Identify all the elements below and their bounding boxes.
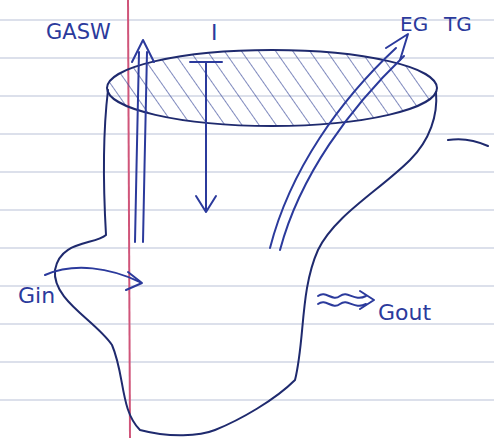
hatched-surface	[100, 45, 440, 135]
flow-label: TG	[444, 14, 472, 34]
flow-label: EG	[400, 14, 428, 34]
ruled-lines	[0, 20, 494, 400]
margin-line	[128, 0, 130, 438]
flow-arrows	[45, 34, 408, 309]
flow-label: Gout	[378, 302, 431, 324]
flow-label: I	[211, 22, 218, 44]
flow-label: GASW	[46, 22, 111, 43]
flow-label: Gin	[18, 285, 55, 307]
